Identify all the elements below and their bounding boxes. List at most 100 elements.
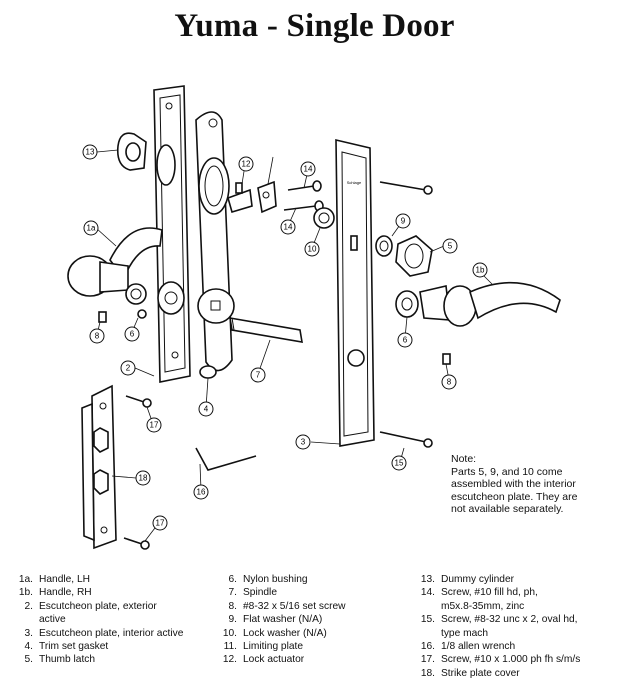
svg-text:3: 3 bbox=[301, 438, 306, 447]
lock-actuator bbox=[227, 182, 253, 213]
legend-item-number: 10. bbox=[222, 627, 237, 639]
screw-15-top bbox=[379, 181, 433, 195]
legend-item-label: Thumb latch bbox=[39, 654, 96, 666]
legend-item-number: 11. bbox=[223, 641, 237, 653]
legend-item: 7. Spindle bbox=[214, 586, 346, 599]
legend-item-label: m5x.8-35mm, zinc bbox=[441, 600, 525, 612]
legend-item-label: Spindle bbox=[243, 587, 277, 599]
legend-item: 3. Escutcheon plate, interior active bbox=[10, 627, 184, 640]
legend-item-number bbox=[10, 613, 39, 626]
svg-text:6: 6 bbox=[130, 330, 135, 339]
legend-item-label: 1/8 allen wrench bbox=[441, 641, 516, 653]
callout-14-upper: 14 bbox=[300, 161, 316, 177]
screws-14 bbox=[283, 180, 324, 212]
legend-item-number: 3. bbox=[24, 627, 34, 639]
svg-text:8: 8 bbox=[447, 378, 452, 387]
legend-item: 4.Trim set gasket bbox=[10, 640, 183, 653]
svg-text:13: 13 bbox=[86, 148, 95, 157]
limiting-plate bbox=[257, 180, 277, 214]
callout-6-left: 6 bbox=[124, 326, 140, 342]
legend-item-label: Screw, #8-32 unc x 2, oval hd, bbox=[441, 614, 578, 626]
note-line: not available separately. bbox=[451, 503, 564, 515]
strike-plate bbox=[81, 384, 117, 550]
legend-item-number: 15. bbox=[420, 614, 435, 626]
legend-item: 1b.Handle, RH bbox=[10, 586, 183, 599]
legend-item: 16.1/8 allen wrench bbox=[412, 640, 580, 653]
legend-item: 1a. Handle, LH bbox=[10, 573, 183, 586]
callout-8-left: 8 bbox=[89, 328, 105, 344]
legend-item: type mach bbox=[412, 627, 580, 640]
spindle bbox=[229, 317, 303, 343]
legend-item: 9. Flat washer (N/A) bbox=[214, 613, 346, 626]
legend-item-number: 7. bbox=[228, 587, 238, 599]
nylon-bushing-6 bbox=[137, 309, 147, 319]
callout-18: 18 bbox=[135, 470, 151, 486]
callout-9: 9 bbox=[395, 213, 411, 229]
legend-item-number bbox=[412, 627, 441, 640]
dummy-cylinder bbox=[116, 132, 147, 171]
svg-text:14: 14 bbox=[304, 165, 313, 174]
flat-washer bbox=[375, 235, 393, 257]
legend-item-label: Flat washer (N/A) bbox=[243, 614, 323, 626]
legend-item-number: 1a. bbox=[18, 574, 33, 585]
legend-item: 14. Screw, #10 fill hd, ph, bbox=[412, 586, 580, 599]
legend-item-number: 14. bbox=[420, 587, 435, 599]
legend-item-label: Escutcheon plate, interior active bbox=[39, 627, 184, 639]
callout-15: 15 bbox=[391, 455, 407, 471]
legend-item-label: type mach bbox=[441, 627, 488, 639]
callout-2: 2 bbox=[120, 360, 136, 376]
svg-text:16: 16 bbox=[197, 488, 206, 497]
screws-17 bbox=[123, 395, 152, 550]
callout-7: 7 bbox=[250, 367, 266, 383]
callout-17-upper: 17 bbox=[146, 417, 162, 433]
svg-text:1b: 1b bbox=[476, 266, 485, 275]
exterior-escutcheon-plate bbox=[153, 85, 191, 383]
legend-item: 10.Lock washer (N/A) bbox=[214, 627, 346, 640]
legend-item: 11.Limiting plate bbox=[214, 640, 346, 653]
callout-16: 16 bbox=[193, 484, 209, 500]
svg-text:Schlage: Schlage bbox=[347, 180, 362, 185]
svg-text:14: 14 bbox=[284, 223, 293, 232]
legend-item-label: Nylon bushing bbox=[243, 574, 308, 585]
legend-item-number bbox=[412, 600, 441, 613]
callout-8-right: 8 bbox=[441, 374, 457, 390]
svg-text:12: 12 bbox=[242, 160, 251, 169]
allen-wrench bbox=[195, 447, 257, 471]
legend-item: 15. Screw, #8-32 unc x 2, oval hd, bbox=[412, 613, 580, 626]
legend-item-label: Screw, #10 fill hd, ph, bbox=[441, 587, 538, 599]
callout-17-lower: 17 bbox=[152, 515, 168, 531]
legend-item-number: 8. bbox=[228, 600, 238, 612]
svg-text:17: 17 bbox=[156, 519, 165, 528]
legend-item-number: 9. bbox=[228, 614, 238, 626]
svg-text:18: 18 bbox=[139, 474, 148, 483]
legend-item-label: Dummy cylinder bbox=[441, 574, 515, 585]
svg-text:8: 8 bbox=[95, 332, 100, 341]
legend-item: 18.Strike plate cover bbox=[412, 667, 580, 680]
legend-item: 12.Lock actuator bbox=[214, 653, 346, 666]
callout-3: 3 bbox=[295, 434, 311, 450]
svg-text:15: 15 bbox=[395, 459, 404, 468]
legend-item-label: Handle, LH bbox=[39, 574, 90, 585]
legend-item-label: Trim set gasket bbox=[39, 641, 109, 653]
legend-item-number: 17. bbox=[420, 654, 435, 666]
legend-item-number: 13. bbox=[420, 574, 435, 585]
svg-text:7: 7 bbox=[256, 371, 261, 380]
legend-item: 2.Escutcheon plate, exterior bbox=[10, 600, 183, 613]
legend-item: 17. Screw, #10 x 1.000 ph fh s/m/s bbox=[412, 653, 580, 666]
callout-4: 4 bbox=[198, 401, 214, 417]
legend-item: 8. #8-32 x 5/16 set screw bbox=[214, 600, 346, 613]
note-line: Parts 5, 9, and 10 come bbox=[451, 465, 563, 478]
legend-item-label: Screw, #10 x 1.000 ph fh s/m/s bbox=[441, 654, 581, 666]
callout-12: 12 bbox=[238, 156, 254, 172]
lock-washer bbox=[313, 207, 335, 229]
set-screws-8 bbox=[98, 311, 451, 365]
interior-escutcheon-plate: Schlage bbox=[335, 138, 375, 447]
legend-item: 5.Thumb latch bbox=[10, 653, 183, 666]
legend-item-label: Handle, RH bbox=[39, 587, 92, 599]
assembly-note: Note: Parts 5, 9, and 10 come assembled … bbox=[451, 453, 621, 516]
parts-legend-column-3: 13. Dummy cylinder 14. Screw, #10 fill hd, … bbox=[412, 573, 580, 680]
legend-item-label: #8-32 x 5/16 set screw bbox=[243, 600, 346, 612]
legend-item-number: 6. bbox=[228, 574, 238, 585]
callout-14-lower: 14 bbox=[280, 219, 296, 235]
